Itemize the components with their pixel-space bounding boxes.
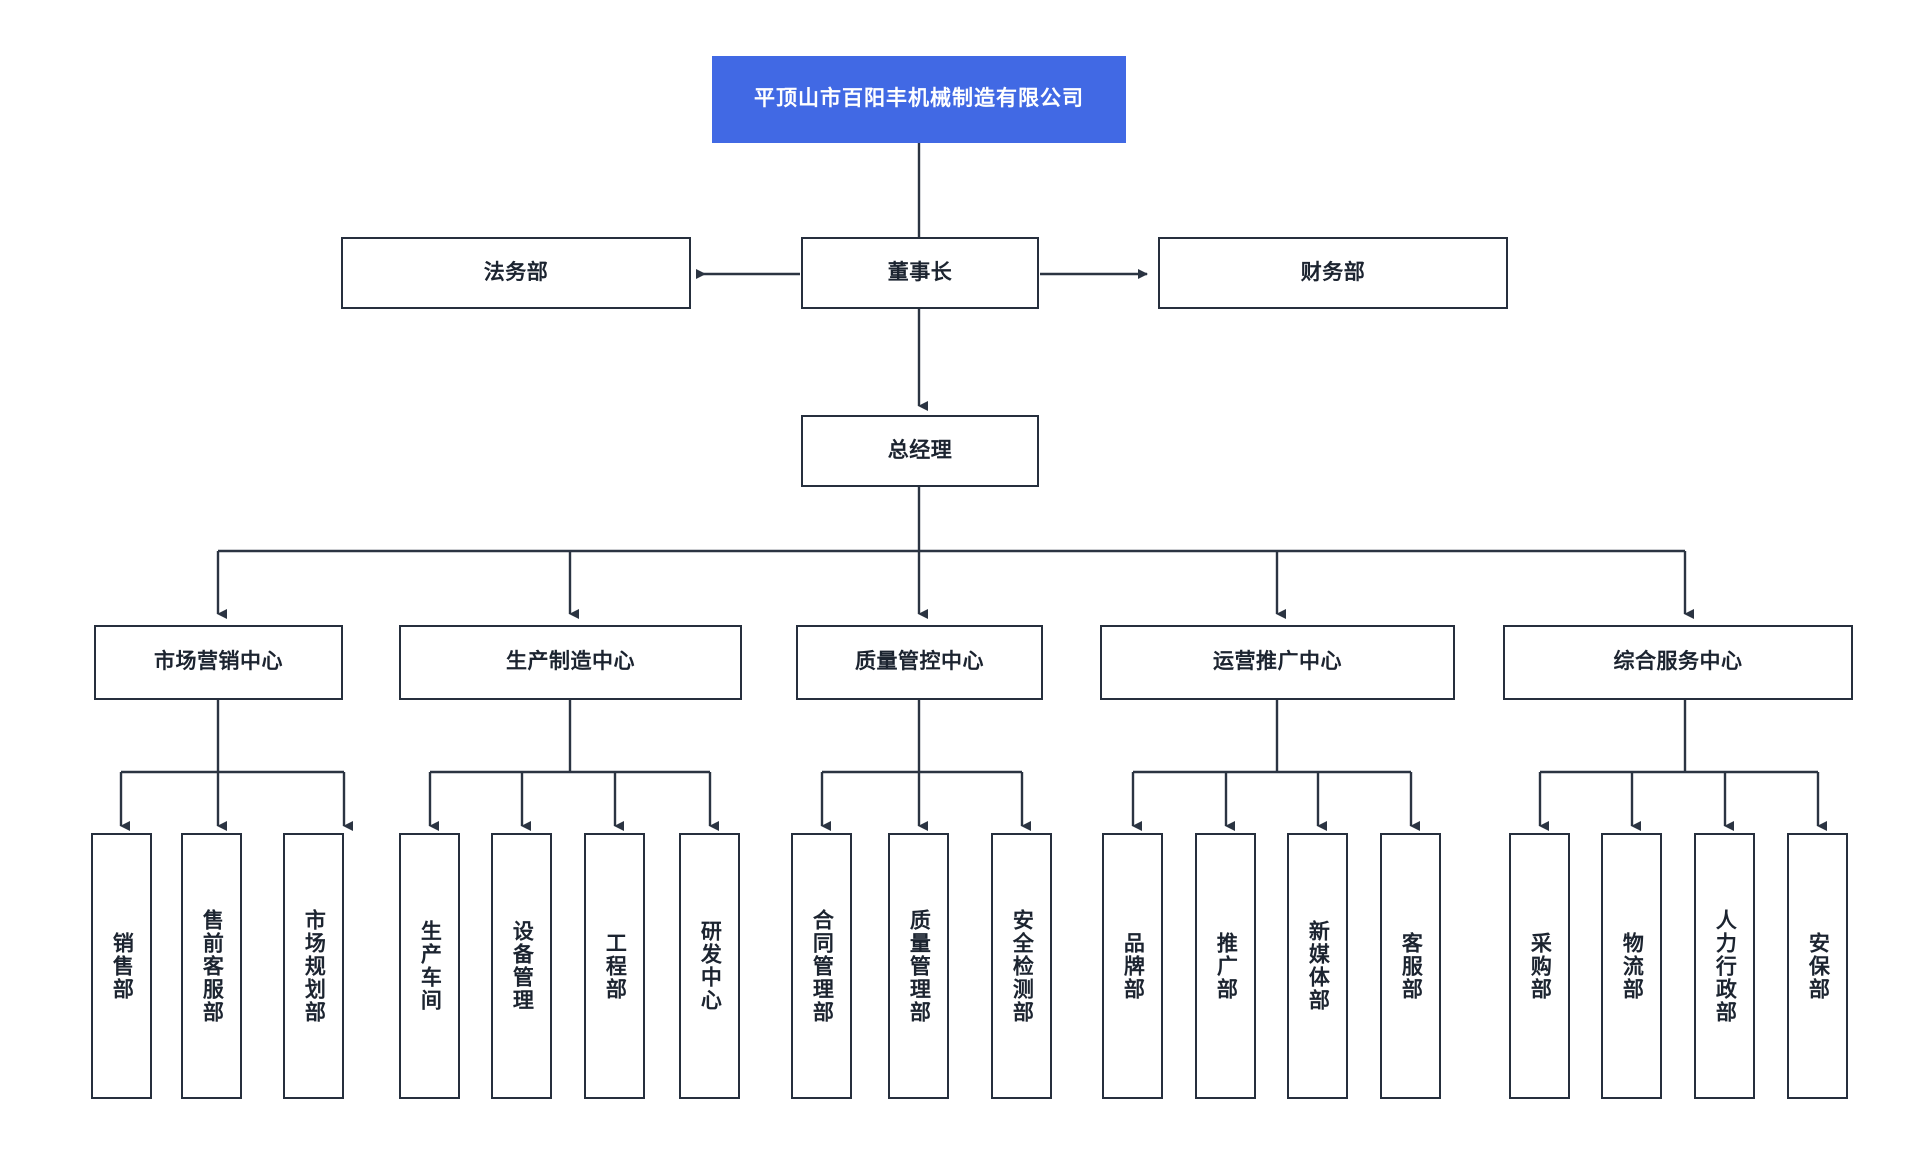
node-finance-department[interactable]: 财务部 xyxy=(1158,237,1508,309)
node-label: 总经理 xyxy=(887,438,953,462)
node-label: 研发中心 xyxy=(698,920,722,1012)
node-center-quality[interactable]: 质量管控中心 xyxy=(796,625,1043,700)
node-leaf-quality-management[interactable]: 质量管理部 xyxy=(888,833,949,1099)
node-label: 物流部 xyxy=(1620,931,1644,1001)
node-label: 法务部 xyxy=(483,260,549,284)
node-leaf-new-media[interactable]: 新媒体部 xyxy=(1287,833,1348,1099)
node-leaf-safety-inspection[interactable]: 安全检测部 xyxy=(991,833,1052,1099)
node-leaf-brand[interactable]: 品牌部 xyxy=(1102,833,1163,1099)
node-label: 财务部 xyxy=(1300,260,1366,284)
node-label: 新媒体部 xyxy=(1306,920,1330,1012)
node-center-marketing[interactable]: 市场营销中心 xyxy=(94,625,343,700)
node-label: 质量管理部 xyxy=(907,908,931,1024)
node-center-operations[interactable]: 运营推广中心 xyxy=(1100,625,1455,700)
node-label: 安全检测部 xyxy=(1010,908,1034,1024)
node-leaf-production-workshop[interactable]: 生产车间 xyxy=(399,833,460,1099)
node-leaf-engineering[interactable]: 工程部 xyxy=(584,833,645,1099)
node-chairman[interactable]: 董事长 xyxy=(801,237,1039,309)
node-leaf-contract-management[interactable]: 合同管理部 xyxy=(791,833,852,1099)
node-label: 生产制造中心 xyxy=(506,650,635,674)
node-label: 销售部 xyxy=(110,931,134,1001)
node-leaf-customer-service[interactable]: 客服部 xyxy=(1380,833,1441,1099)
node-label: 质量管控中心 xyxy=(855,650,984,674)
node-leaf-rnd-center[interactable]: 研发中心 xyxy=(679,833,740,1099)
node-leaf-market-planning[interactable]: 市场规划部 xyxy=(283,833,344,1099)
node-center-general-service[interactable]: 综合服务中心 xyxy=(1503,625,1853,700)
node-label: 生产车间 xyxy=(418,920,442,1012)
node-general-manager[interactable]: 总经理 xyxy=(801,415,1039,487)
node-leaf-logistics[interactable]: 物流部 xyxy=(1601,833,1662,1099)
node-label: 售前客服部 xyxy=(200,908,224,1024)
node-label: 设备管理 xyxy=(510,920,534,1012)
node-label: 品牌部 xyxy=(1121,931,1145,1001)
node-label: 安保部 xyxy=(1806,931,1830,1001)
node-label: 人力行政部 xyxy=(1713,908,1737,1024)
node-leaf-procurement[interactable]: 采购部 xyxy=(1509,833,1570,1099)
node-leaf-sales[interactable]: 销售部 xyxy=(91,833,152,1099)
node-label: 推广部 xyxy=(1214,931,1238,1001)
node-leaf-presales-service[interactable]: 售前客服部 xyxy=(181,833,242,1099)
node-label: 市场营销中心 xyxy=(154,650,283,674)
node-label: 采购部 xyxy=(1528,931,1552,1001)
node-label: 平顶山市百阳丰机械制造有限公司 xyxy=(754,87,1084,111)
node-label: 客服部 xyxy=(1399,931,1423,1001)
node-legal-department[interactable]: 法务部 xyxy=(341,237,691,309)
node-label: 工程部 xyxy=(603,931,627,1001)
node-label: 运营推广中心 xyxy=(1213,650,1342,674)
node-leaf-hr-administration[interactable]: 人力行政部 xyxy=(1694,833,1755,1099)
node-label: 合同管理部 xyxy=(810,908,834,1024)
node-leaf-equipment-management[interactable]: 设备管理 xyxy=(491,833,552,1099)
node-label: 董事长 xyxy=(887,260,953,284)
node-leaf-security[interactable]: 安保部 xyxy=(1787,833,1848,1099)
node-company-root[interactable]: 平顶山市百阳丰机械制造有限公司 xyxy=(712,56,1126,143)
node-leaf-promotion[interactable]: 推广部 xyxy=(1195,833,1256,1099)
node-label: 市场规划部 xyxy=(302,908,326,1024)
node-center-manufacturing[interactable]: 生产制造中心 xyxy=(399,625,742,700)
node-label: 综合服务中心 xyxy=(1613,650,1743,674)
